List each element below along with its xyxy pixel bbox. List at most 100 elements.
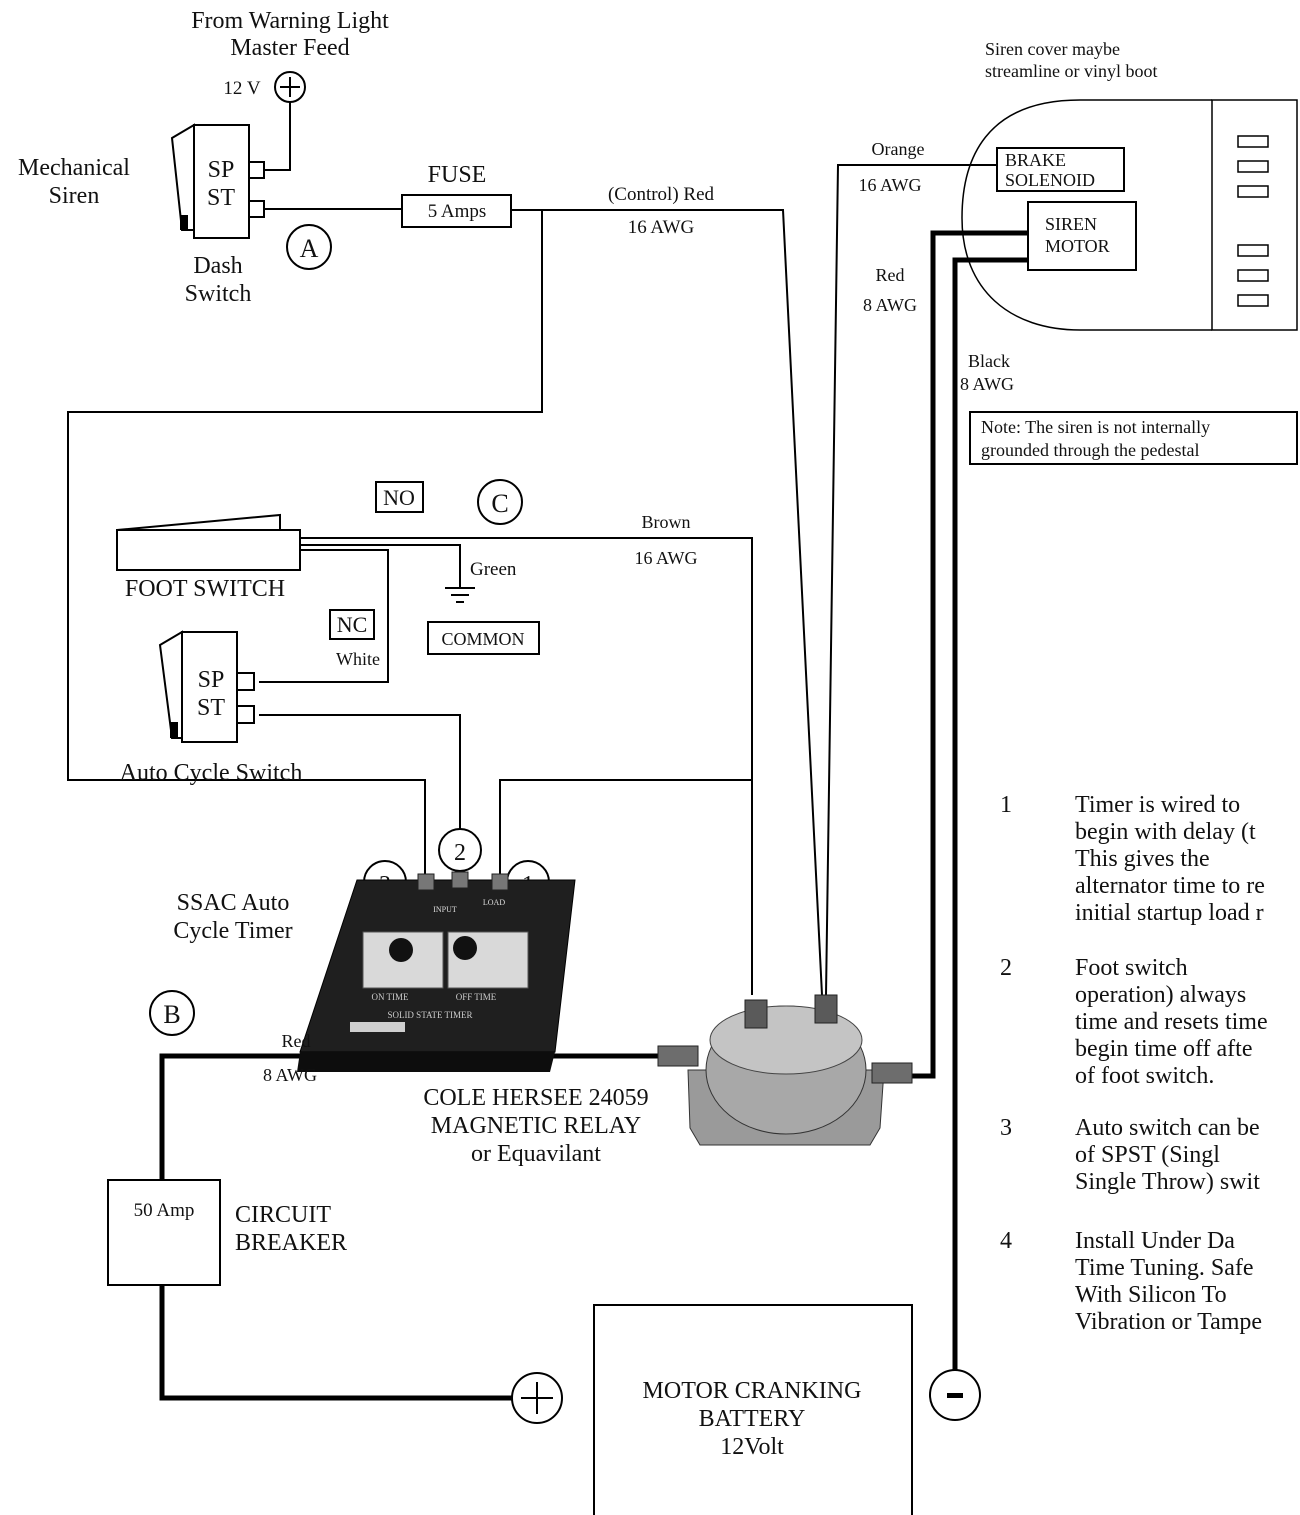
svg-text:16 AWG: 16 AWG	[628, 217, 695, 238]
svg-text:Timer is wired to: Timer is wired to	[1075, 792, 1240, 818]
brake-solenoid-line1: BRAKE	[1005, 150, 1066, 170]
battery-wire-label: Red 8 AWG	[263, 1031, 317, 1085]
svg-text:(Control) Red: (Control) Red	[608, 184, 715, 205]
svg-text:COMMON: COMMON	[441, 629, 524, 649]
brake-solenoid-box	[996, 147, 1125, 192]
dash-switch-label-1: Dash	[193, 253, 242, 279]
svg-text:time and resets time: time and resets time	[1075, 1009, 1268, 1035]
svg-text:Orange: Orange	[872, 139, 925, 159]
svg-text:Cycle Timer: Cycle Timer	[173, 918, 292, 944]
battery: MOTOR CRANKING BATTERY 12Volt	[511, 1304, 981, 1515]
siren-housing: BRAKE SOLENOID SIREN MOTOR	[961, 99, 1298, 331]
svg-text:1: 1	[1000, 792, 1012, 818]
svg-text:NC: NC	[337, 612, 368, 637]
svg-text:16 AWG: 16 AWG	[634, 548, 697, 568]
foot-switch: FOOT SWITCH	[116, 513, 301, 602]
brown-wire-label: Brown 16 AWG	[634, 512, 697, 568]
marker-c: C	[477, 479, 523, 525]
on-time-knob-icon	[389, 938, 413, 962]
svg-text:Single Throw) swit: Single Throw) swit	[1075, 1169, 1260, 1195]
svg-text:B: B	[163, 1000, 180, 1029]
circuit-breaker: 50 Amp CIRCUIT BREAKER	[107, 1179, 347, 1286]
breaker-rating: 50 Amp	[134, 1200, 195, 1221]
note-3: 3 Auto switch can be of SPST (Singl Sing…	[1000, 1115, 1260, 1195]
dash-switch-label-2: Switch	[185, 281, 252, 307]
auto-switch-label: Auto Cycle Switch	[120, 760, 303, 786]
nc-label: NC	[329, 609, 375, 640]
svg-text:2: 2	[454, 840, 466, 866]
svg-text:alternator time to re: alternator time to re	[1075, 873, 1265, 899]
svg-text:C: C	[491, 489, 508, 518]
svg-text:operation) always: operation) always	[1075, 982, 1246, 1008]
feed-label-line2: Master Feed	[230, 35, 349, 61]
svg-text:Red: Red	[282, 1031, 311, 1051]
svg-text:Foot switch: Foot switch	[1075, 955, 1188, 981]
battery-label-1: MOTOR CRANKING	[643, 1378, 862, 1404]
svg-text:begin time off afte: begin time off afte	[1075, 1036, 1253, 1062]
timer-terminal-icon	[417, 871, 509, 891]
black-wire-label: Black 8 AWG	[960, 351, 1014, 394]
breaker-label-2: BREAKER	[235, 1230, 347, 1256]
svg-text:3: 3	[1000, 1115, 1012, 1141]
svg-text:8 AWG: 8 AWG	[960, 374, 1014, 394]
svg-text:Black: Black	[968, 351, 1010, 371]
mechanical-siren-label: Mechanical Siren	[18, 155, 130, 209]
svg-text:8 AWG: 8 AWG	[863, 295, 917, 315]
dash-switch-st: ST	[207, 185, 235, 211]
svg-text:or Equavilant: or Equavilant	[471, 1141, 601, 1167]
svg-text:Install Under Da: Install Under Da	[1075, 1228, 1235, 1254]
svg-text:This gives the: This gives the	[1075, 846, 1210, 872]
no-label: NO	[375, 481, 424, 513]
svg-text:of foot switch.: of foot switch.	[1075, 1063, 1214, 1089]
siren-motor-line1: SIREN	[1045, 214, 1097, 234]
dash-switch: SP ST Dash Switch	[170, 123, 265, 307]
relay-label: COLE HERSEE 24059 MAGNETIC RELAY or Equa…	[423, 1085, 648, 1167]
marker-b: B	[149, 990, 195, 1036]
svg-text:OFF TIME: OFF TIME	[456, 992, 497, 1002]
thin-wires	[67, 102, 997, 996]
svg-text:streamline or vinyl boot: streamline or vinyl boot	[985, 61, 1157, 81]
svg-text:COLE HERSEE 24059: COLE HERSEE 24059	[423, 1085, 648, 1111]
svg-text:Siren: Siren	[49, 183, 100, 209]
svg-text:8 AWG: 8 AWG	[263, 1065, 317, 1085]
siren-ground-note: Note: The siren is not internally ground…	[969, 411, 1298, 465]
svg-text:Red: Red	[876, 265, 905, 285]
svg-text:Auto switch can be: Auto switch can be	[1075, 1115, 1260, 1141]
svg-text:Mechanical: Mechanical	[18, 155, 130, 181]
note-2: 2 Foot switch operation) always time and…	[1000, 955, 1268, 1089]
siren-motor-box	[1027, 201, 1137, 271]
timer-label: SSAC Auto Cycle Timer	[173, 890, 292, 944]
svg-text:of SPST (Singl: of SPST (Singl	[1075, 1142, 1220, 1168]
white-wire-label: White	[336, 649, 380, 669]
fuse-title: FUSE	[428, 162, 487, 188]
siren-cover-label: Siren cover maybe streamline or vinyl bo…	[985, 39, 1157, 81]
feed-voltage: 12 V	[223, 78, 260, 99]
auto-cycle-switch: SP ST Auto Cycle Switch	[120, 630, 303, 786]
auto-switch-sp: SP	[198, 667, 225, 693]
common-label: COMMON	[427, 621, 540, 655]
orange-wire-label: Orange 16 AWG	[858, 139, 924, 195]
svg-text:4: 4	[1000, 1228, 1012, 1254]
feed-label-line1: From Warning Light	[191, 8, 389, 34]
installation-notes: 1 Timer is wired to begin with delay (t …	[1000, 792, 1268, 1335]
brake-solenoid-line2: SOLENOID	[1005, 170, 1095, 190]
svg-text:begin with delay (t: begin with delay (t	[1075, 819, 1256, 845]
svg-text:initial startup load r: initial startup load r	[1075, 900, 1264, 926]
battery-label-3: 12Volt	[720, 1434, 784, 1460]
fuse-rating: 5 Amps	[428, 201, 487, 222]
siren-motor-line2: MOTOR	[1045, 236, 1110, 256]
ground-symbol-icon	[445, 587, 475, 603]
svg-text:16 AWG: 16 AWG	[858, 175, 921, 195]
breaker-label-1: CIRCUIT	[235, 1202, 331, 1228]
svg-text:grounded through the pedestal: grounded through the pedestal	[981, 440, 1199, 460]
svg-text:With Silicon To: With Silicon To	[1075, 1282, 1227, 1308]
svg-text:INPUT: INPUT	[433, 905, 457, 914]
green-wire-label: Green	[470, 559, 517, 580]
note-1: 1 Timer is wired to begin with delay (t …	[1000, 792, 1265, 926]
rocker-icon	[170, 123, 195, 231]
battery-label-2: BATTERY	[699, 1406, 806, 1432]
svg-text:ON TIME: ON TIME	[371, 992, 409, 1002]
svg-text:Time Tuning. Safe: Time Tuning. Safe	[1075, 1255, 1254, 1281]
svg-text:Siren cover maybe: Siren cover maybe	[985, 39, 1120, 59]
svg-text:A: A	[300, 234, 319, 263]
